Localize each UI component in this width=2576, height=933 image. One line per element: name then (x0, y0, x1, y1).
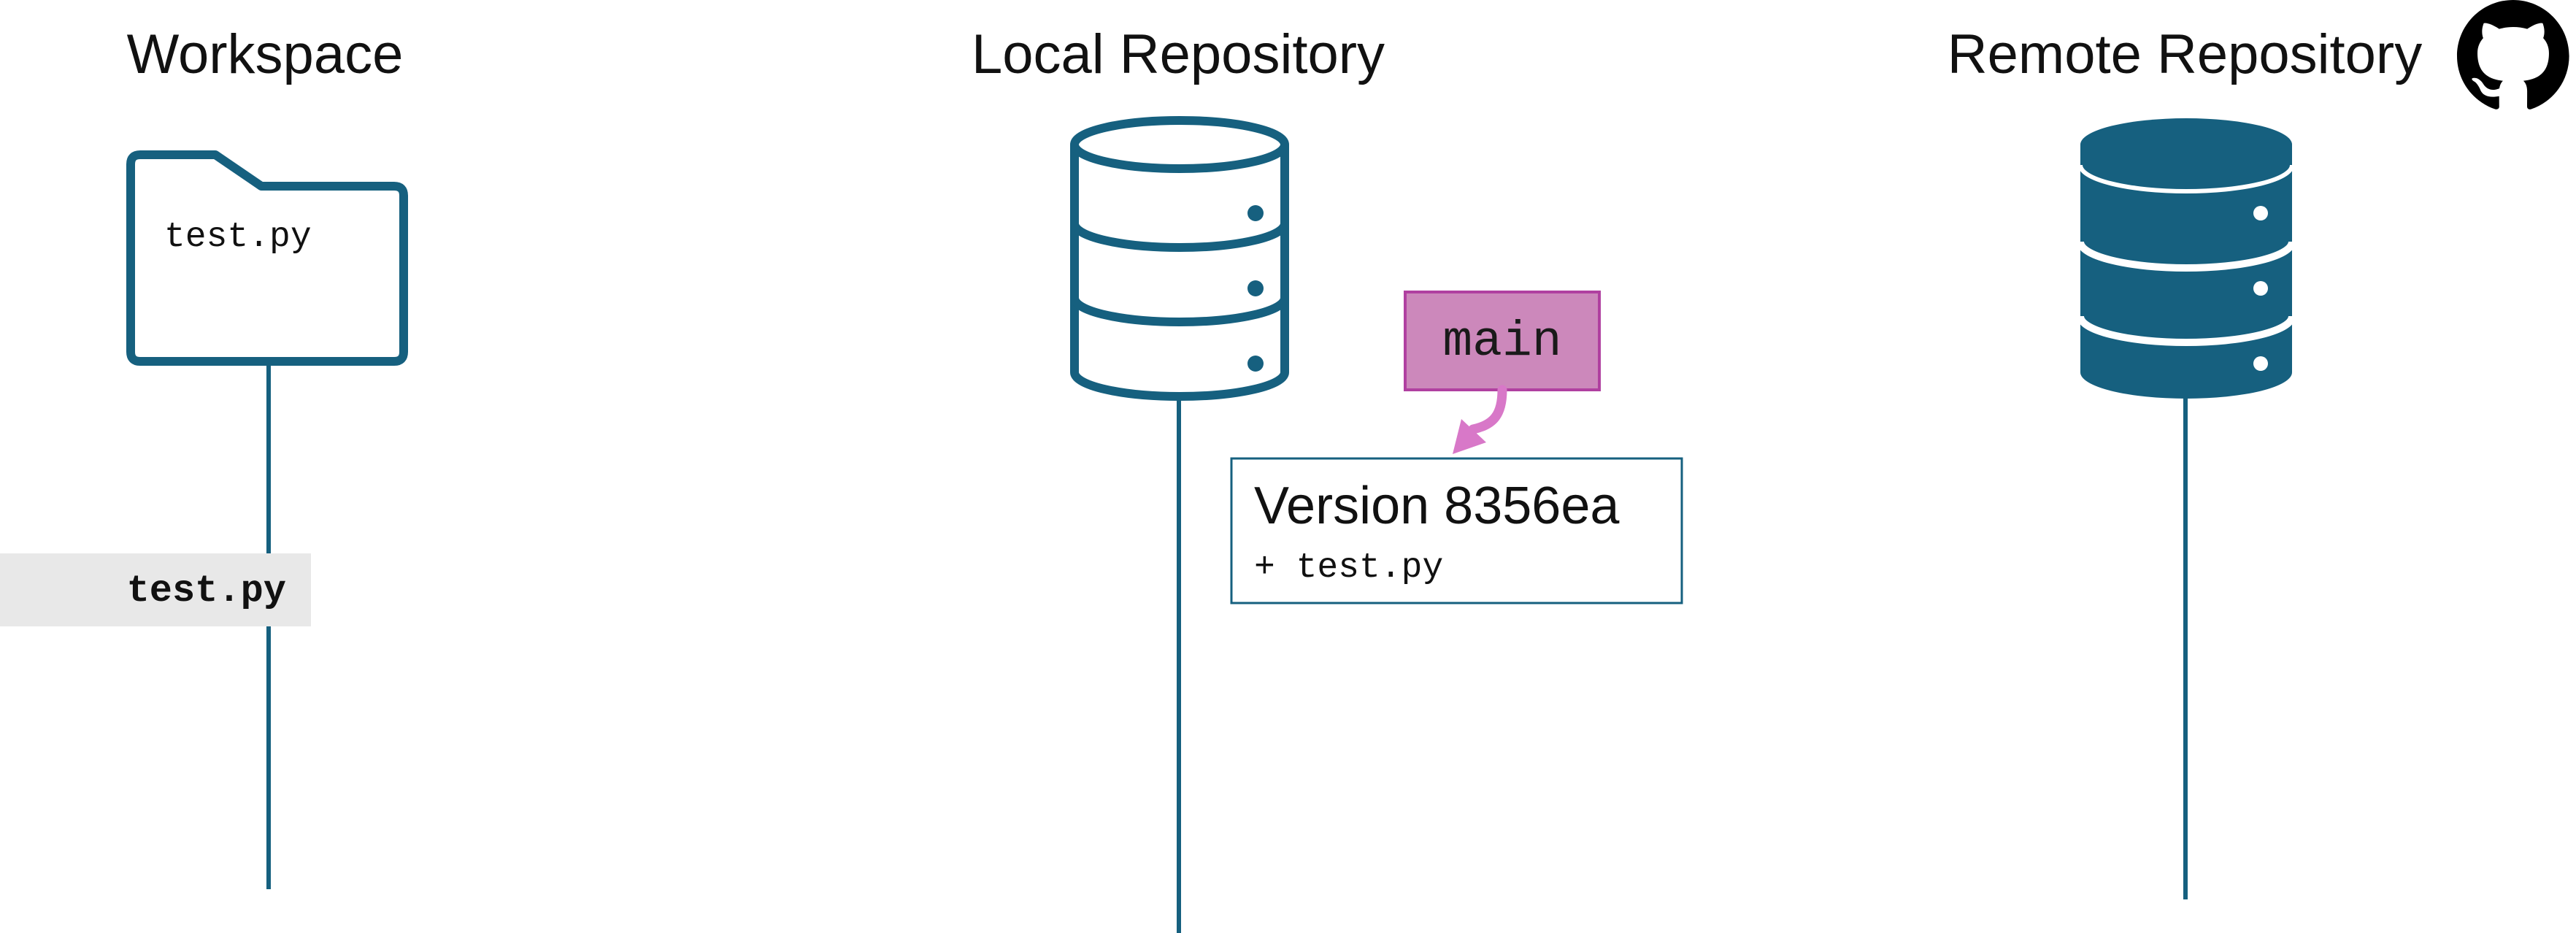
folder-icon (126, 150, 408, 366)
local-repository-title: Local Repository (972, 23, 1385, 85)
workspace-title: Workspace (127, 23, 404, 85)
staged-area (0, 553, 311, 626)
database-filled-icon (2077, 118, 2296, 399)
branch-box (1404, 291, 1601, 391)
github-icon (2457, 0, 2569, 110)
workspace-file: test.py (164, 218, 312, 257)
branch-label: main (1442, 314, 1561, 370)
commit-change: + test.py (1254, 548, 1443, 588)
commit-title: Version 8356ea (1254, 477, 1620, 535)
branch-pointer-arrow (1453, 385, 1507, 454)
commit-box (1230, 457, 1683, 604)
remote-repository-title: Remote Repository (1948, 23, 2423, 85)
staged-file: test.py (127, 569, 286, 613)
database-outline-icon (1070, 116, 1289, 401)
